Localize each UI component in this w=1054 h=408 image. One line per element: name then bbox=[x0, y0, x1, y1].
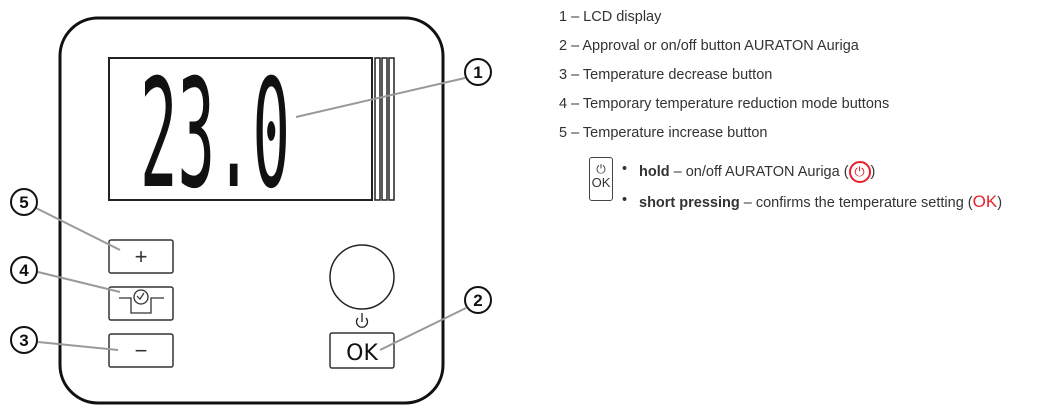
ok-icon-label: OK bbox=[591, 175, 611, 190]
plus-label: + bbox=[135, 244, 148, 269]
note-bold: short pressing bbox=[639, 195, 740, 211]
leader-lines bbox=[35, 77, 467, 351]
power-icon bbox=[355, 313, 369, 328]
power-red-icon: ⏻ bbox=[848, 161, 871, 183]
reduction-mode-button[interactable] bbox=[108, 286, 174, 321]
note-end: ) bbox=[997, 195, 1003, 211]
callout-1 bbox=[464, 58, 492, 86]
callout-4-label: 4 bbox=[19, 261, 29, 280]
callout-5 bbox=[10, 188, 38, 216]
note-bold: hold bbox=[639, 163, 670, 180]
note-short-press: short pressing – confirms the temperatur… bbox=[622, 192, 1002, 212]
lcd-stripes bbox=[374, 57, 395, 201]
ok-button[interactable] bbox=[329, 332, 395, 369]
legend-item: 1 – LCD display bbox=[559, 9, 662, 25]
ok-red-symbol: OK bbox=[972, 192, 998, 211]
callout-3-label: 3 bbox=[19, 331, 28, 350]
ok-label: OK bbox=[346, 341, 378, 366]
lcd-display bbox=[108, 57, 373, 201]
note-end: ) bbox=[870, 163, 876, 180]
callout-3 bbox=[10, 326, 38, 354]
power-icon: ⏻ bbox=[596, 162, 606, 176]
callout-5-label: 5 bbox=[19, 193, 28, 212]
decrease-button[interactable] bbox=[108, 333, 174, 368]
increase-button[interactable] bbox=[108, 239, 174, 274]
minus-label: − bbox=[135, 338, 148, 363]
callout-2 bbox=[464, 286, 492, 314]
device-outline bbox=[58, 16, 445, 405]
legend-item: 5 – Temperature increase button bbox=[559, 125, 768, 141]
legend-item: 3 – Temperature decrease button bbox=[559, 67, 773, 83]
legend-item: 2 – Approval or on/off button AURATON Au… bbox=[559, 38, 859, 54]
note-hold: hold – on/off AURATON Auriga (⏻) bbox=[622, 161, 875, 183]
note-text: – on/off AURATON Auriga ( bbox=[669, 163, 849, 180]
sensor-circle bbox=[329, 244, 395, 310]
callout-2-label: 2 bbox=[473, 291, 482, 310]
note-text: – confirms the temperature setting ( bbox=[739, 195, 973, 211]
legend-item: 4 – Temporary temperature reduction mode… bbox=[559, 96, 890, 112]
callout-1-label: 1 bbox=[473, 63, 482, 82]
ok-button-icon: ⏻ OK bbox=[589, 157, 613, 201]
callout-4 bbox=[10, 256, 38, 284]
lcd-temperature-value: 23.0 bbox=[140, 48, 290, 222]
